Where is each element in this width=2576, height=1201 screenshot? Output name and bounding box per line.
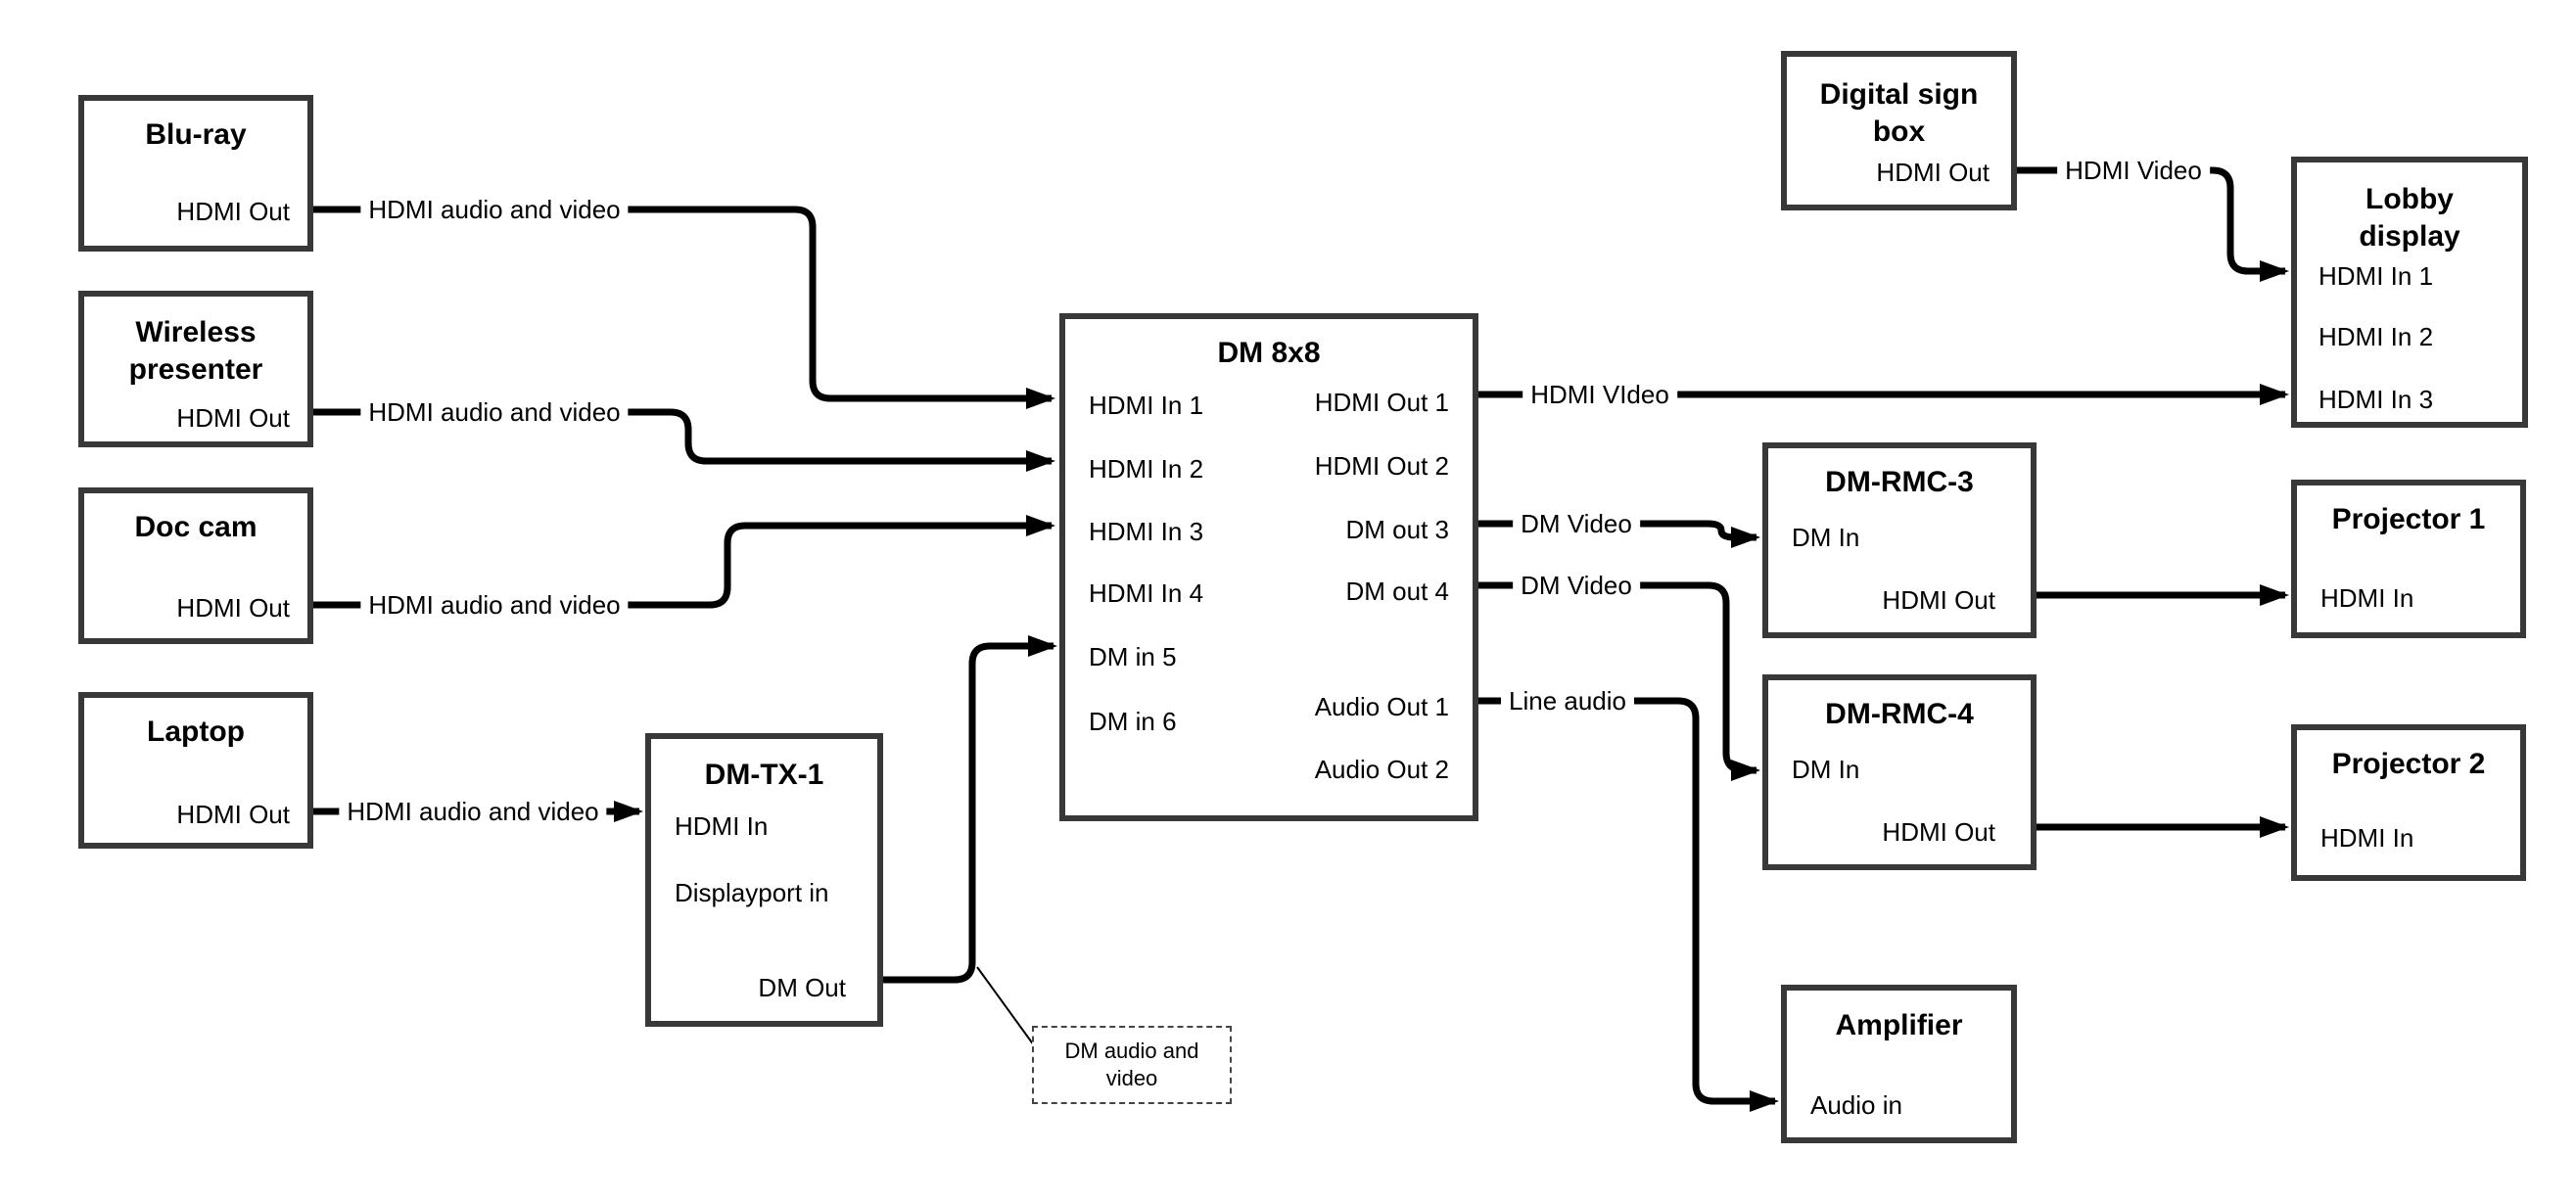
port-hdmi-out: HDMI Out	[176, 403, 290, 433]
wire-doccam-to-dm8x8-in3	[313, 515, 1055, 609]
wire-label-doccam: HDMI audio and video	[360, 588, 629, 622]
port-displayport-in: Displayport in	[675, 878, 829, 907]
node-title: DM-RMC-3	[1825, 466, 1974, 498]
wire-label-wireless: HDMI audio and video	[360, 395, 629, 429]
port-hdmi-in-4: HDMI In 4	[1089, 578, 1204, 608]
wire-label-signbox: HDMI Video	[2057, 154, 2210, 187]
wire-label-line-audio: Line audio	[1501, 684, 1634, 717]
node-title: Projector 1	[2331, 503, 2486, 535]
node-title: Doc cam	[134, 511, 258, 543]
port-dm-in: DM In	[1792, 523, 1860, 552]
port-audio-out-2: Audio Out 2	[1314, 755, 1449, 784]
node-title: Lobby display	[2359, 183, 2460, 253]
port-hdmi-out: HDMI Out	[176, 800, 290, 829]
node-title: Amplifier	[1835, 1009, 1963, 1041]
node-doc-cam: Doc cam HDMI Out	[78, 487, 313, 644]
node-laptop: Laptop HDMI Out	[78, 692, 313, 849]
node-dm-tx-1: DM-TX-1 HDMI In Displayport in DM Out	[645, 733, 883, 1027]
wire-bluray-to-dm8x8-in1	[313, 206, 1055, 409]
port-hdmi-in-3: HDMI In 3	[1089, 517, 1204, 546]
port-hdmi-out: HDMI Out	[1882, 585, 1995, 615]
wire-dm8x8-audio1-to-amplifier	[1478, 697, 1779, 1112]
node-digital-sign-box: Digital sign box HDMI Out	[1781, 51, 2017, 210]
port-dm-out: DM Out	[758, 973, 846, 1002]
wire-label-hdmi-video-out1: HDMI VIdeo	[1522, 378, 1677, 411]
port-hdmi-in: HDMI In	[675, 811, 769, 841]
node-title: Blu-ray	[145, 118, 247, 151]
node-title: Laptop	[147, 716, 245, 748]
wire-wireless-to-dm8x8-in2	[313, 408, 1055, 472]
wire-label-dm-video-4: DM Video	[1513, 569, 1640, 602]
node-amplifier: Amplifier Audio in	[1781, 985, 2017, 1143]
node-title: Wireless presenter	[128, 316, 263, 386]
port-hdmi-out: HDMI Out	[176, 197, 290, 226]
node-title: Projector 2	[2331, 748, 2486, 780]
wire-signbox-to-lobby-in1	[2017, 166, 2289, 282]
port-hdmi-out-1: HDMI Out 1	[1314, 388, 1449, 417]
wire-label-bluray: HDMI audio and video	[360, 193, 629, 226]
wire-label-dm-video-3: DM Video	[1513, 507, 1640, 540]
port-dm-in-6: DM in 6	[1089, 707, 1177, 736]
note-dm-audio-and-video: DM audio and video	[1032, 1026, 1232, 1104]
node-title: DM-TX-1	[704, 759, 824, 791]
port-hdmi-in-2: HDMI In 2	[2318, 322, 2434, 351]
port-hdmi-out: HDMI Out	[176, 593, 290, 623]
port-audio-out-1: Audio Out 1	[1314, 692, 1449, 721]
port-hdmi-in: HDMI In	[2320, 823, 2414, 853]
wire-dm8x8-out3-to-dmrmc3	[1478, 520, 1760, 548]
node-dm-8x8-matrix: DM 8x8 HDMI In 1 HDMI In 2 HDMI In 3 HDM…	[1059, 313, 1478, 821]
port-hdmi-in-1: HDMI In 1	[1089, 391, 1204, 420]
port-audio-in: Audio in	[1810, 1090, 1902, 1120]
port-hdmi-in: HDMI In	[2320, 583, 2414, 613]
node-title: DM 8x8	[1217, 337, 1321, 369]
node-wireless-presenter: Wireless presenter HDMI Out	[78, 291, 313, 447]
port-dm-out-4: DM out 4	[1345, 577, 1450, 606]
port-dm-in: DM In	[1792, 755, 1860, 784]
wire-label-laptop: HDMI audio and video	[339, 795, 607, 828]
node-dm-rmc-4: DM-RMC-4 DM In HDMI Out	[1762, 674, 2037, 870]
node-title: DM-RMC-4	[1825, 698, 1974, 730]
node-dm-rmc-3: DM-RMC-3 DM In HDMI Out	[1762, 442, 2037, 638]
port-hdmi-out: HDMI Out	[1876, 158, 1990, 187]
port-dm-out-3: DM out 3	[1345, 515, 1450, 544]
port-hdmi-in-1: HDMI In 1	[2318, 261, 2434, 291]
node-bluray: Blu-ray HDMI Out	[78, 95, 313, 252]
note-leader-line	[976, 966, 1035, 1046]
node-projector-2: Projector 2 HDMI In	[2291, 724, 2526, 881]
port-dm-in-5: DM in 5	[1089, 642, 1177, 671]
node-title: Digital sign box	[1819, 78, 1979, 148]
port-hdmi-out-2: HDMI Out 2	[1314, 451, 1449, 481]
port-hdmi-in-2: HDMI In 2	[1089, 454, 1204, 484]
node-projector-1: Projector 1 HDMI In	[2291, 480, 2526, 638]
port-hdmi-in-3: HDMI In 3	[2318, 385, 2434, 414]
wire-dmtx1-dmout-to-dm8x8-in5	[883, 635, 1057, 984]
port-hdmi-out: HDMI Out	[1882, 817, 1995, 847]
node-lobby-display: Lobby display HDMI In 1 HDMI In 2 HDMI I…	[2291, 157, 2528, 428]
wire-dm8x8-out4-to-dmrmc4	[1478, 581, 1760, 781]
